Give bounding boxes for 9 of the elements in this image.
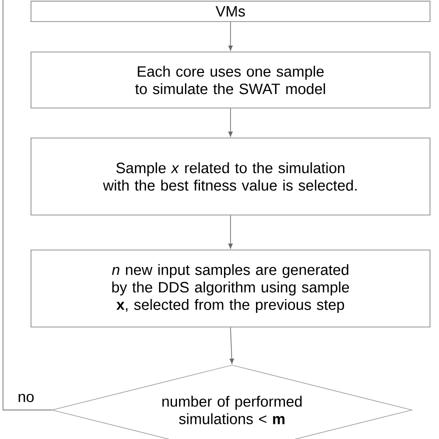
- arrow: [228, 215, 233, 249]
- arrow: [228, 22, 233, 51]
- arrow: [228, 108, 233, 137]
- process-box: VMs: [30, 0, 430, 22]
- process-box: n new input samples are generated by the DDS algorithm using sample x, selected from the previous step: [30, 250, 430, 328]
- process-box: Sample x related to the simulation with the best fitness value is selected.: [30, 138, 430, 216]
- edge-label: no: [16, 392, 36, 404]
- arrow: [230, 327, 234, 364]
- process-box: Each core uses one sample to simulate the SWAT model: [30, 52, 430, 108]
